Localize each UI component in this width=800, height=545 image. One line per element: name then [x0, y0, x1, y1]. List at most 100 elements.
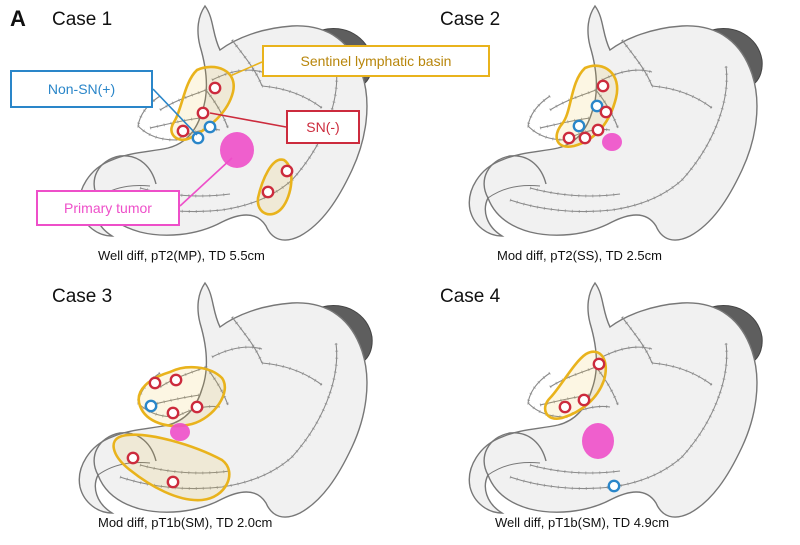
vessel-hatch — [290, 115, 332, 182]
non-sn-positive-node — [572, 119, 586, 133]
vessel-line — [527, 125, 567, 141]
vessel-hatch — [290, 392, 332, 459]
vessel-line — [719, 342, 728, 394]
sn-negative-leader-line — [209, 112, 287, 128]
stomach-outline — [468, 281, 758, 518]
vessel-hatch — [601, 68, 653, 82]
vessel-line — [539, 117, 591, 129]
vessel-hatch — [565, 405, 611, 419]
sn-negative-node — [190, 400, 204, 414]
case-1-caption: Well diff, pT2(MP), TD 5.5cm — [98, 248, 265, 263]
duodenum-outline — [93, 432, 157, 476]
legend-sn-negative: SN(-) — [286, 110, 360, 144]
vessel-line — [529, 187, 621, 197]
vessel-hatch — [620, 316, 654, 364]
sentinel-basin-outline — [112, 433, 231, 502]
sn-negative-node — [562, 131, 576, 145]
non-sn-positive-node — [590, 99, 604, 113]
case-2-caption: Mod diff, pT2(SS), TD 2.5cm — [497, 248, 662, 263]
primary-tumor-leader-line — [179, 157, 233, 207]
legend-non-sn-positive: Non-SN(+) — [10, 70, 153, 108]
sn-negative-node — [126, 451, 140, 465]
legend-primary-tumor: Primary tumor — [36, 190, 180, 226]
vessel-hatch — [680, 392, 722, 459]
vessel-hatch — [230, 39, 264, 87]
vessel-hatch — [620, 39, 654, 87]
case-3-illustration — [78, 281, 373, 518]
vessel-line — [549, 89, 597, 111]
vessel-line — [329, 342, 338, 394]
vessel-line — [527, 95, 551, 127]
primary-tumor-mark — [220, 132, 254, 168]
non-sn-positive-node — [203, 120, 217, 134]
vessel-line — [719, 65, 728, 117]
case-4-illustration — [468, 281, 763, 518]
sn-negative-node — [148, 376, 162, 390]
sn-negative-node — [166, 406, 180, 420]
sn-negative-node — [196, 106, 210, 120]
sn-negative-node — [599, 105, 613, 119]
case-4-caption: Well diff, pT1b(SM), TD 4.9cm — [495, 515, 670, 530]
non-sn-leader-line — [152, 88, 198, 136]
case-1-overlay — [170, 65, 294, 216]
sn-negative-node — [166, 475, 180, 489]
vessel-hatch — [136, 94, 161, 127]
case-3-caption: Mod diff, pT1b(SM), TD 2.0cm — [98, 515, 273, 530]
sn-negative-node — [169, 373, 183, 387]
stomach-outline — [468, 4, 758, 241]
figure-label: A — [10, 6, 26, 31]
pylorus-fold — [487, 185, 541, 199]
vessel-line — [527, 372, 551, 404]
pylorus-fold — [97, 462, 151, 476]
vessel-hatch — [680, 115, 722, 182]
sn-negative-node — [261, 185, 275, 199]
primary-tumor-mark — [602, 133, 622, 151]
vessel-line — [529, 464, 621, 474]
sn-negative-node — [577, 393, 591, 407]
stomach-outline — [78, 281, 368, 518]
sn-negative-node — [578, 131, 592, 145]
primary-tumor-mark — [582, 423, 614, 459]
primary-tumor-mark — [170, 423, 190, 441]
vessel-hatch — [211, 345, 263, 359]
vessel-line — [139, 464, 231, 474]
case-3-overlay — [112, 365, 231, 502]
vessel-hatch — [175, 128, 221, 142]
non-sn-positive-node — [191, 131, 205, 145]
sn-negative-node — [596, 79, 610, 93]
case-2-illustration — [468, 4, 763, 241]
sn-negative-node — [280, 164, 294, 178]
vessel-line — [261, 362, 323, 386]
case-1-title: Case 1 — [52, 9, 113, 30]
pylorus-fold — [487, 462, 541, 476]
vessel-line — [261, 85, 323, 109]
non-sn-positive-node — [607, 479, 621, 493]
duodenum-outline — [483, 432, 547, 476]
vessel-line — [119, 456, 293, 490]
case-4-title: Case 4 — [440, 286, 501, 307]
sn-negative-node — [591, 123, 605, 137]
vessel-line — [205, 89, 229, 129]
vessel-hatch — [230, 316, 264, 364]
vessel-line — [651, 85, 713, 109]
vessel-hatch — [526, 94, 551, 127]
sn-negative-node — [592, 357, 606, 371]
case-3-title: Case 3 — [52, 286, 113, 307]
case-2-title: Case 2 — [440, 9, 501, 30]
vessel-hatch — [601, 345, 653, 359]
case-2-overlay — [555, 64, 622, 151]
basin-leader-line — [229, 61, 263, 77]
vessel-hatch — [526, 371, 551, 404]
legend-leaders — [152, 61, 287, 207]
duodenum-outline — [93, 155, 157, 199]
case-4-overlay — [543, 350, 621, 493]
sn-negative-node — [208, 81, 222, 95]
sn-negative-node — [558, 400, 572, 414]
vessel-line — [549, 366, 597, 388]
vessel-hatch — [211, 68, 263, 82]
vessel-line — [149, 117, 201, 129]
sn-negative-node — [176, 124, 190, 138]
non-sn-positive-node — [144, 399, 158, 413]
